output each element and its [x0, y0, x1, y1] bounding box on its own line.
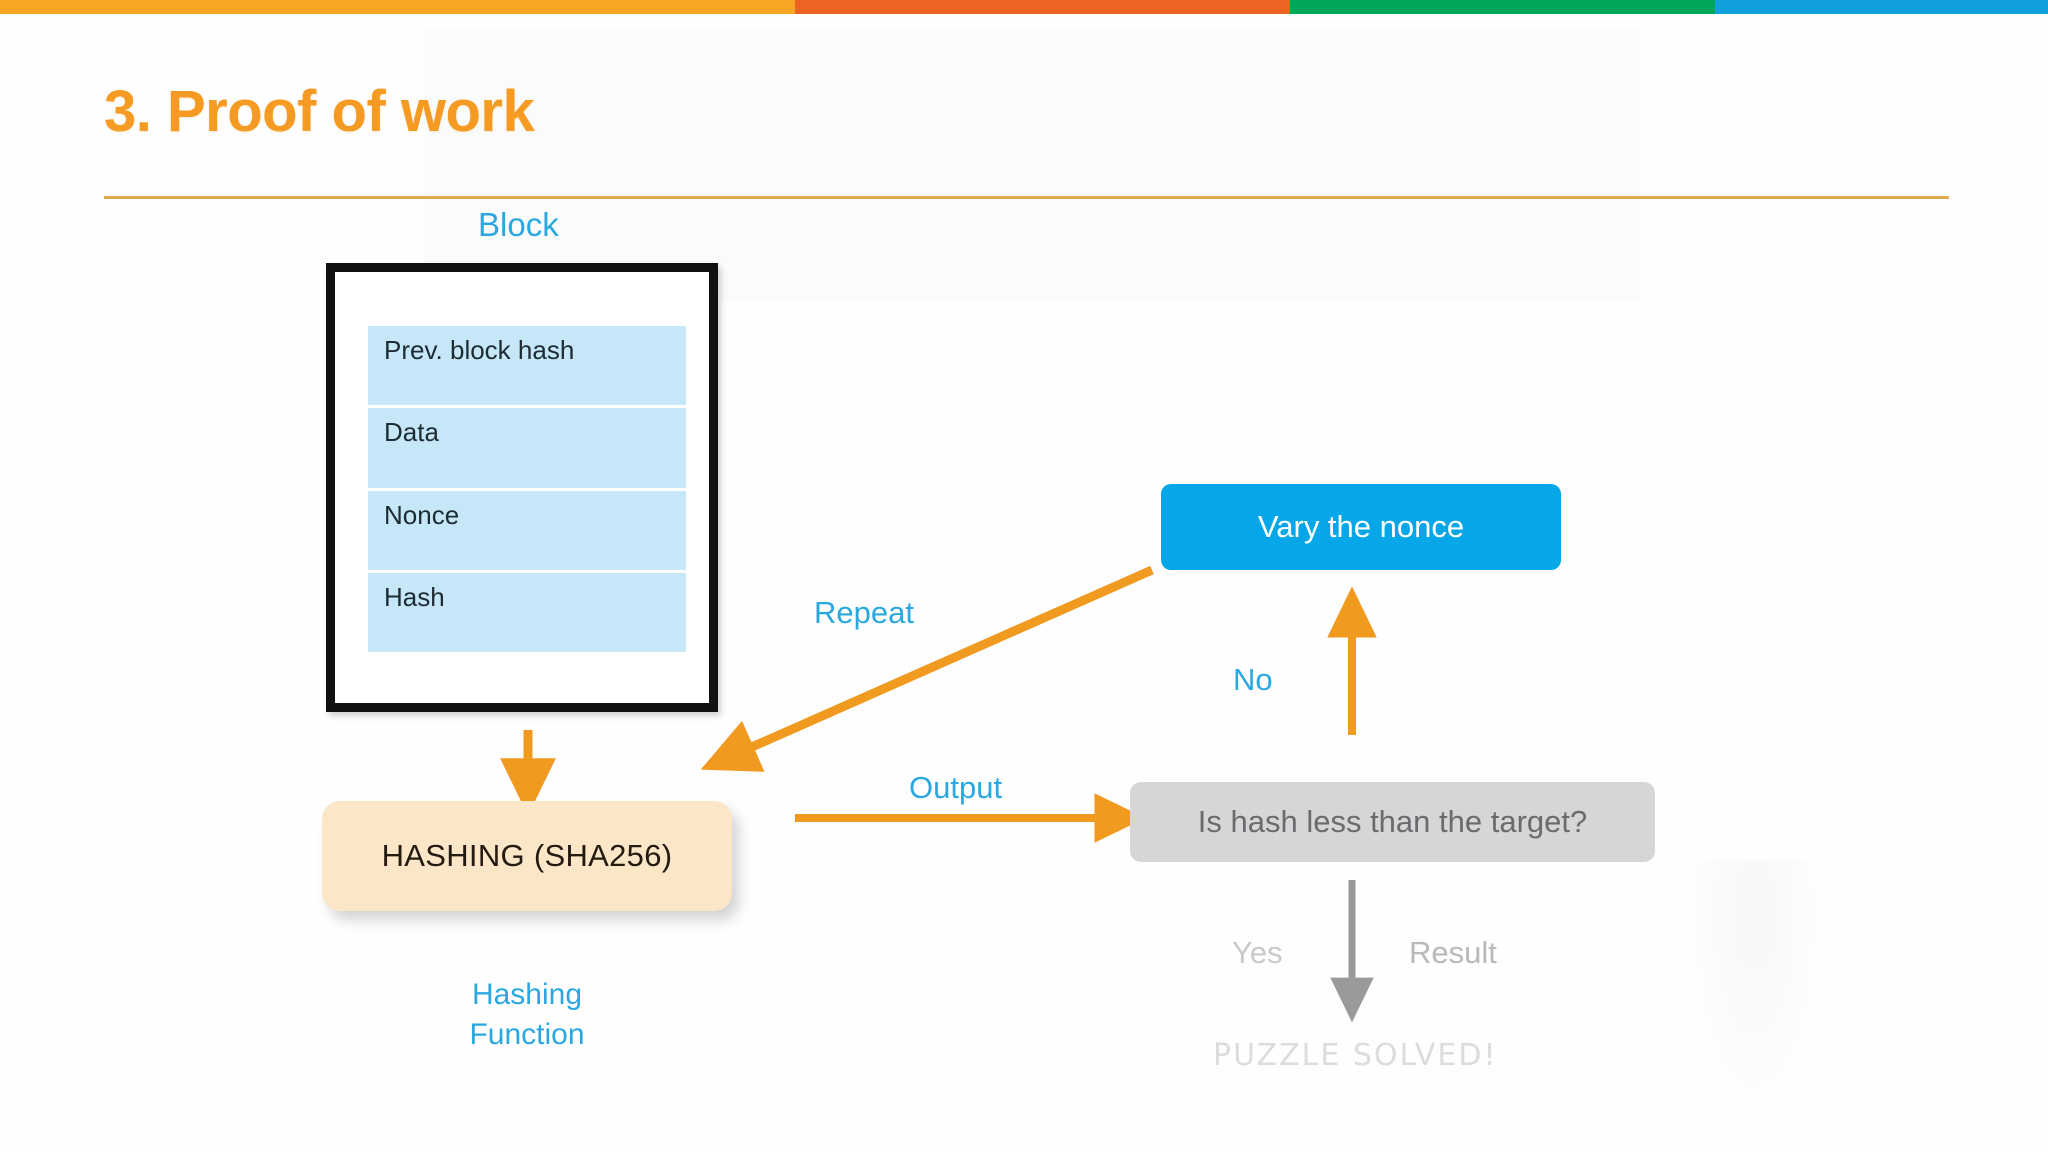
block-row-prev-hash: Prev. block hash	[368, 326, 686, 406]
topbar-segment-green	[1290, 0, 1715, 14]
hashing-function-caption: Hashing Function	[322, 975, 732, 1054]
block-row-label: Hash	[384, 581, 445, 612]
top-color-bar	[0, 0, 2048, 14]
hashing-caption-line2: Function	[469, 1017, 585, 1051]
block-row-label: Nonce	[384, 499, 460, 530]
puzzle-solved-text: PUZZLE SOLVED!	[1213, 1038, 1498, 1073]
label-output: Output	[909, 770, 1003, 805]
block-row-label: Prev. block hash	[384, 335, 575, 365]
title-divider	[104, 196, 1949, 199]
topbar-segment-orange	[795, 0, 1290, 14]
hash-target-decision-box: Is hash less than the target?	[1130, 782, 1655, 862]
background-ghost-figure	[1690, 860, 1820, 1110]
block-field-list: Prev. block hash Data Nonce Hash	[368, 326, 686, 652]
block-row-label: Data	[384, 417, 439, 448]
vary-the-nonce-button[interactable]: Vary the nonce	[1161, 484, 1561, 570]
block-label: Block	[478, 206, 559, 243]
block-row-nonce: Nonce	[368, 490, 686, 570]
topbar-segment-blue	[1715, 0, 2048, 14]
hash-target-decision-label: Is hash less than the target?	[1197, 804, 1588, 839]
label-no: No	[1233, 662, 1273, 697]
hashing-function-label: HASHING (SHA256)	[381, 838, 673, 873]
block-row-hash: Hash	[368, 572, 686, 652]
hashing-caption-line1: Hashing	[471, 978, 583, 1011]
vary-the-nonce-label: Vary the nonce	[1257, 509, 1465, 544]
label-repeat: Repeat	[814, 595, 914, 630]
arrow-repeat	[700, 565, 1154, 772]
label-result: Result	[1409, 935, 1497, 970]
page-title: 3. Proof of work	[104, 79, 535, 144]
block-row-data: Data	[368, 408, 686, 488]
label-yes: Yes	[1232, 935, 1283, 970]
hashing-function-box: HASHING (SHA256)	[322, 801, 732, 911]
topbar-segment-amber	[0, 0, 795, 14]
background-ghost-band	[424, 30, 1640, 300]
